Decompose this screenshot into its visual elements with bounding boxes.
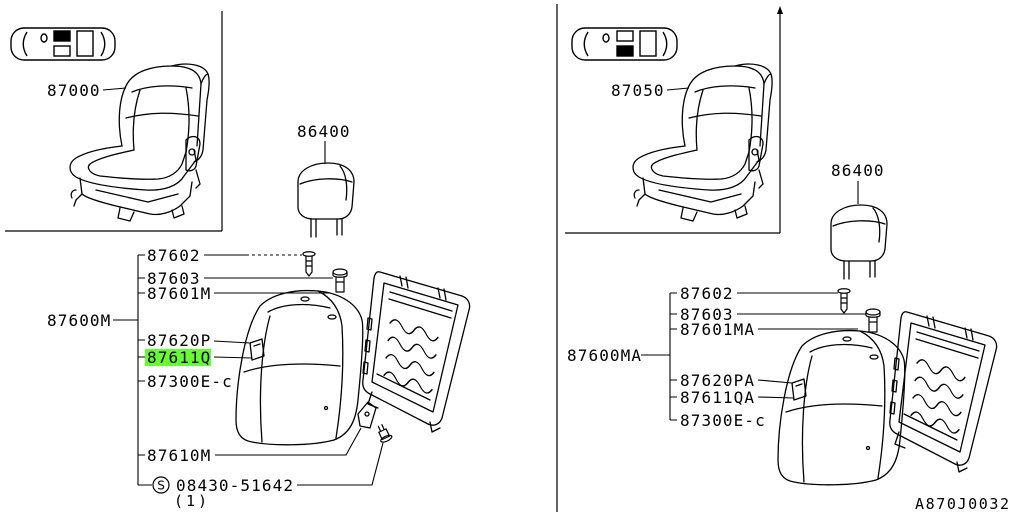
seat-assembly-label[interactable]: 87000: [47, 81, 101, 100]
leader-line: [215, 427, 362, 456]
leader-line: [757, 379, 793, 384]
part-number-label[interactable]: 87603: [680, 305, 734, 324]
clip-illustration-right: [837, 288, 851, 314]
part-reference-label[interactable]: 87300E-c: [147, 372, 233, 391]
car-seat-position-icon: [10, 27, 116, 61]
diagram-code: A870J0032: [915, 495, 1011, 512]
headrest-illustration-right: [830, 204, 888, 280]
clip-illustration-left: [302, 251, 316, 277]
selected-part-highlight: [145, 349, 211, 366]
callout-bracket-ticks: [138, 254, 152, 486]
leader-line: [213, 356, 253, 359]
circled-s-icon: [152, 476, 170, 494]
selected-part-label[interactable]: 87611Q: [147, 348, 211, 367]
headrest-part-label[interactable]: 86400: [297, 122, 351, 141]
guide-illustration-right: [865, 308, 881, 333]
leader-line: [666, 87, 690, 91]
headrest-illustration-left: [297, 162, 355, 238]
guide-illustration-left: [332, 268, 348, 293]
bolt-illustration-left: [377, 424, 393, 443]
callout-bracket-ticks: [670, 292, 677, 421]
car-seat-position-icon: [571, 27, 678, 61]
part-reference-label[interactable]: 87300E-c: [680, 411, 766, 430]
seatback-pad-illustration-left: [235, 289, 364, 446]
part-number-label[interactable]: 87620P: [147, 331, 211, 350]
seatback-assembly-label[interactable]: 87600M: [47, 311, 111, 330]
part-number-label[interactable]: 87620PA: [680, 371, 755, 390]
part-quantity: (1): [174, 492, 210, 510]
part-number-label[interactable]: 87602: [680, 284, 734, 303]
leader-line: [297, 442, 384, 486]
part-number-label[interactable]: 87603: [147, 269, 201, 288]
leader-line: [213, 340, 251, 344]
part-number-label[interactable]: 87610M: [147, 446, 211, 465]
headrest-part-label[interactable]: 86400: [831, 161, 885, 180]
seat-assembly-label[interactable]: 87050: [611, 81, 665, 100]
lever-illustration-left: [357, 401, 377, 429]
part-number-label[interactable]: 87601MA: [680, 320, 755, 339]
part-number-label[interactable]: 87601M: [147, 284, 211, 303]
leader-line: [757, 396, 795, 399]
seatback-frame-illustration-left: [362, 271, 471, 433]
part-number-label[interactable]: 87602: [147, 246, 201, 265]
arrow-up-icon: [777, 6, 783, 14]
seatback-frame-illustration-right: [889, 311, 998, 473]
part-number-label[interactable]: 87611QA: [680, 388, 755, 407]
leader-line: [102, 87, 127, 91]
seatback-pad-illustration-right: [777, 329, 906, 486]
bolt-part-number-label[interactable]: 08430-51642: [176, 476, 294, 495]
standard-part-symbol: S: [157, 479, 165, 493]
seatback-assembly-label[interactable]: 87600MA: [567, 346, 642, 365]
